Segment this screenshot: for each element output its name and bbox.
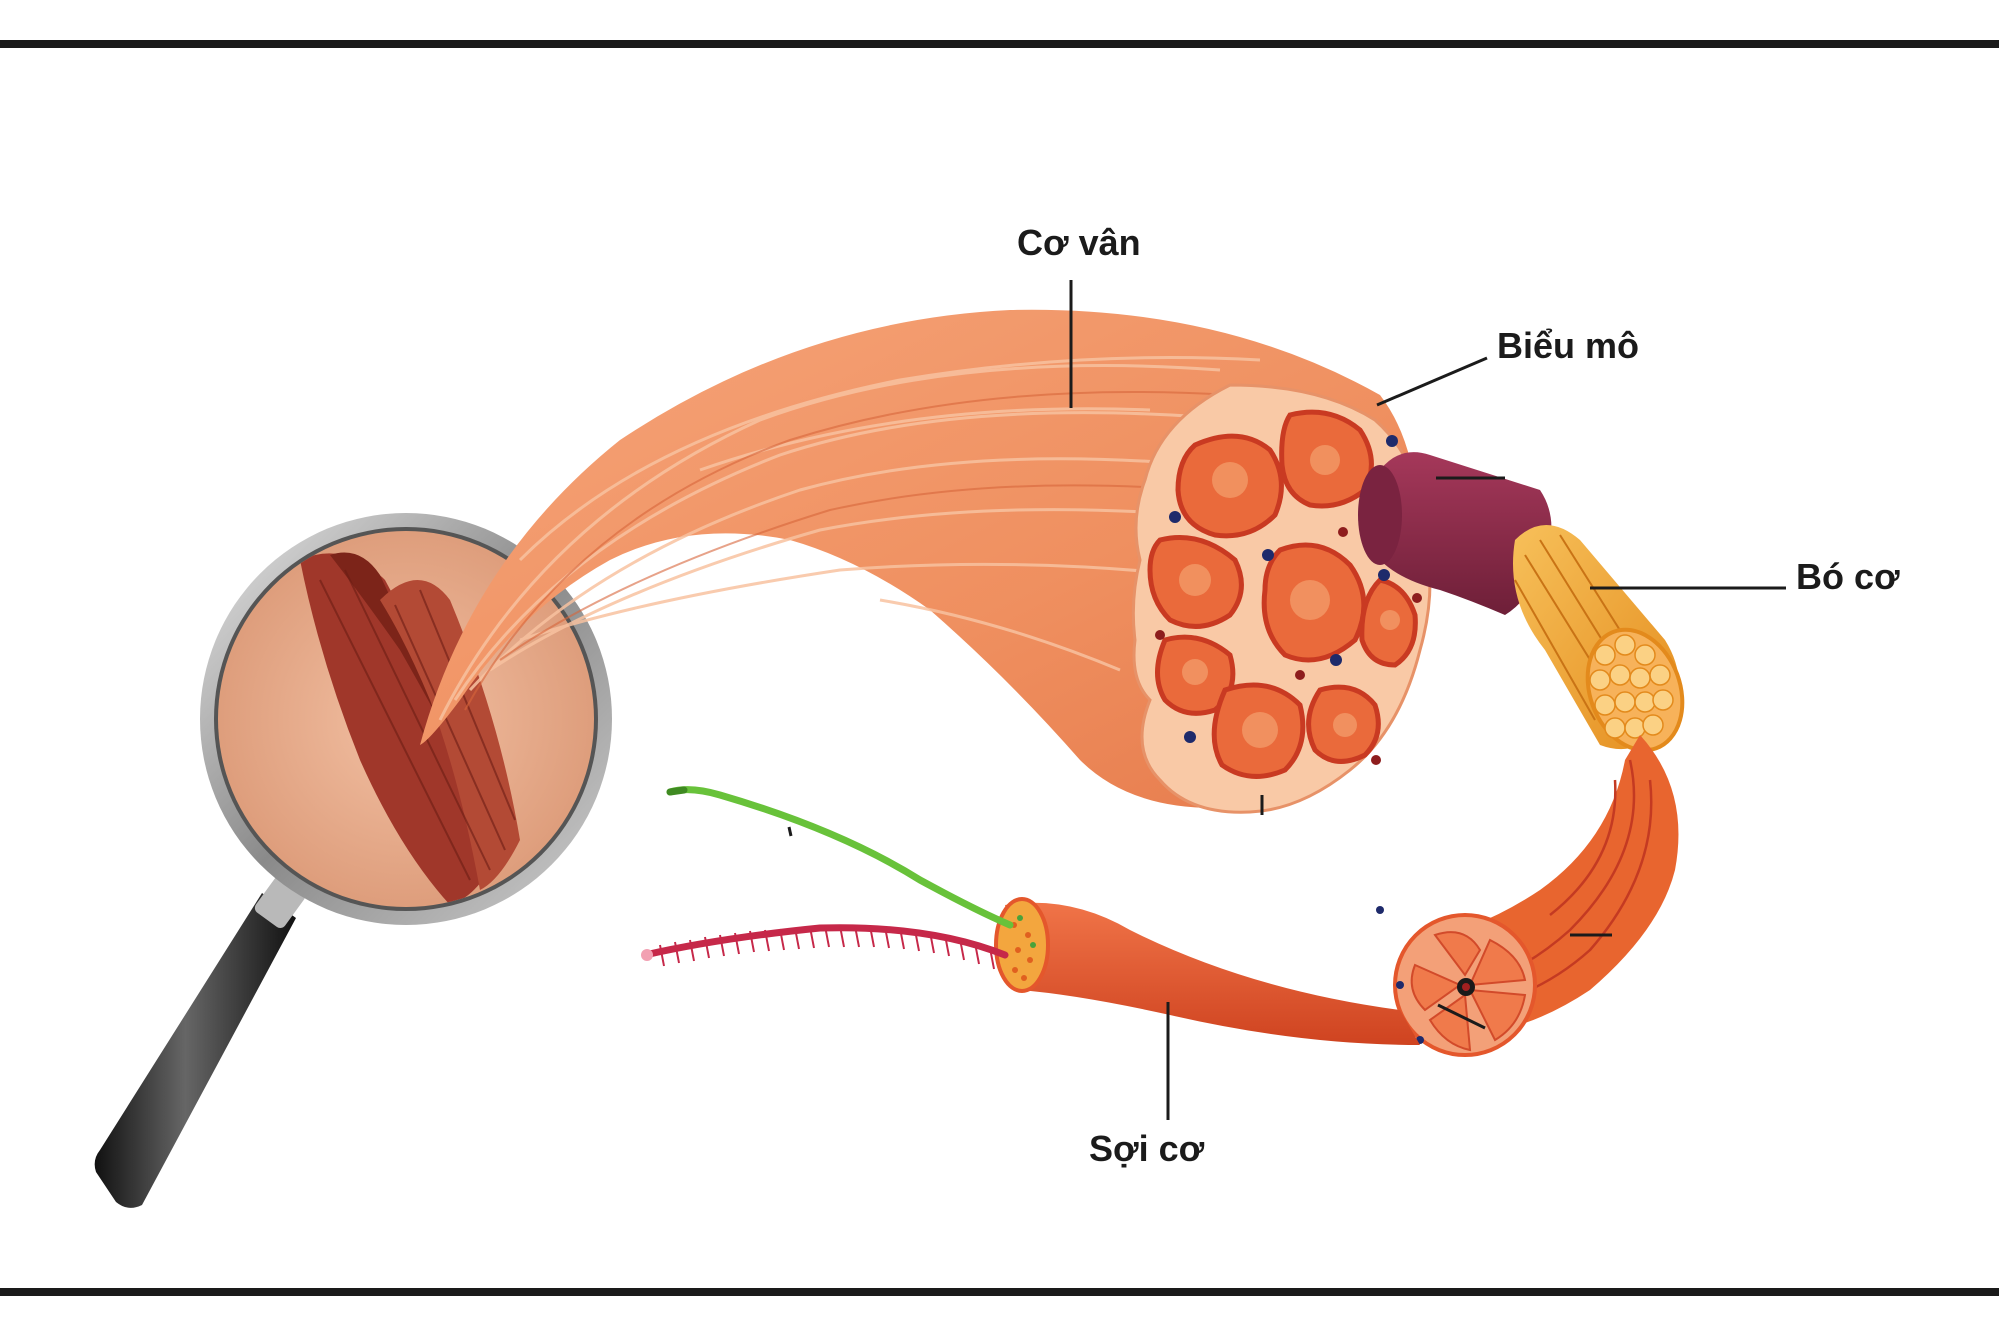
myofibril-striations <box>659 925 995 970</box>
leader-lines <box>787 280 1786 1120</box>
nerve-fiber <box>666 786 1014 929</box>
single-muscle-fiber <box>641 786 1420 1045</box>
label-muscle-bundle: Bó cơ <box>1796 556 1900 597</box>
blood-vessels <box>1169 435 1398 743</box>
label-striated-muscle: Cơ vân <box>1017 222 1141 263</box>
label-muscle-fiber: Sợi cơ <box>1089 1128 1205 1169</box>
muscle-striations <box>438 356 1261 721</box>
myofibril <box>641 924 1009 959</box>
top-border <box>0 40 1999 48</box>
capillaries <box>1155 527 1422 765</box>
leader-bieu-mo <box>1376 356 1488 407</box>
muscle-fiber-strand <box>1376 735 1679 1057</box>
bottom-border <box>0 1288 1999 1296</box>
magnifier-handle <box>94 893 297 1208</box>
magnifier-icon <box>94 513 612 1208</box>
fascicle-texture <box>1179 445 1400 748</box>
muscle-bundle <box>1358 452 1685 753</box>
label-epithelium: Biểu mô <box>1497 325 1640 366</box>
perimysium-sheath <box>1372 452 1552 615</box>
magnified-muscle-tissue <box>300 552 520 905</box>
muscle-cross-section <box>1131 383 1432 814</box>
